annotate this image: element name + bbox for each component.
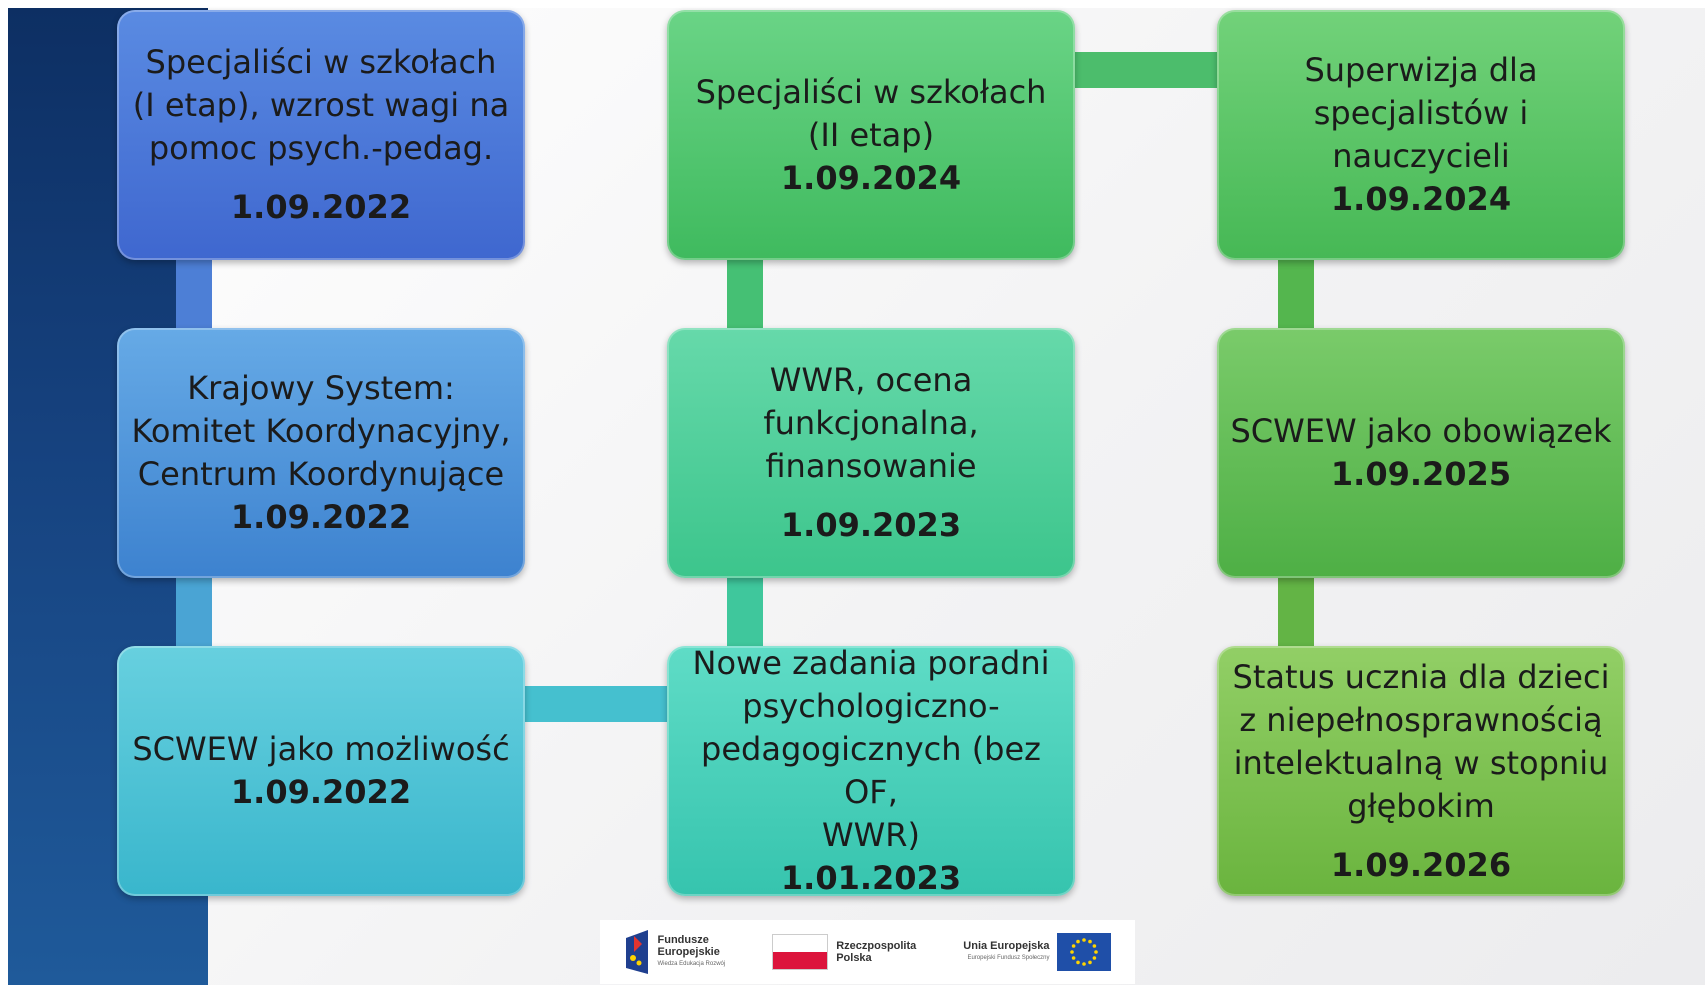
polish-flag-icon bbox=[772, 934, 829, 970]
logo-fundusze-europejskie: Fundusze Europejskie Wiedza Edukacja Roz… bbox=[624, 930, 726, 974]
timeline-box-wwr: WWR, ocena funkcjonalna, finansowanie 1.… bbox=[667, 328, 1075, 578]
box-date: 1.09.2024 bbox=[780, 158, 962, 197]
box-text: Superwizja dla specjalistów i nauczyciel… bbox=[1304, 51, 1538, 175]
box-text: SCWEW jako obowiązek bbox=[1230, 412, 1612, 450]
timeline-box-national-system: Krajowy System: Komitet Koordynacyjny, C… bbox=[117, 328, 525, 578]
box-text: Status ucznia dla dzieci z niepełnospraw… bbox=[1232, 657, 1610, 825]
timeline-box-scwew-obligation: SCWEW jako obowiązek 1.09.2025 bbox=[1217, 328, 1625, 578]
connector-b2-b3 bbox=[176, 578, 212, 646]
fe-logo-icon bbox=[625, 930, 648, 974]
box-date: 1.09.2022 bbox=[230, 498, 412, 536]
logo-subtext: Europejski Fundusz Społeczny bbox=[967, 955, 1050, 961]
box-date: 1.09.2022 bbox=[230, 188, 412, 226]
timeline-box-supervision: Superwizja dla specjalistów i nauczyciel… bbox=[1217, 10, 1625, 260]
box-date: 1.09.2022 bbox=[230, 773, 412, 811]
timeline-box-student-status: Status ucznia dla dzieci z niepełnospraw… bbox=[1217, 646, 1625, 896]
logo-text-line1: Unia Europejska bbox=[963, 940, 1050, 952]
box-text: WWR, ocena funkcjonalna, finansowanie bbox=[763, 361, 979, 485]
logo-rzeczpospolita-polska: Rzeczpospolita Polska bbox=[772, 934, 916, 970]
timeline-box-scwew-option: SCWEW jako możliwość 1.09.2022 bbox=[117, 646, 525, 896]
connector-b4-b5 bbox=[727, 578, 763, 646]
box-date: 1.09.2023 bbox=[780, 506, 962, 544]
logo-subtext: Wiedza Edukacja Rozwój bbox=[657, 961, 726, 967]
box-date: 1.01.2023 bbox=[780, 859, 962, 897]
logo-unia-europejska: Unia Europejska Europejski Fundusz Społe… bbox=[963, 933, 1112, 971]
connector-b3-b4 bbox=[525, 686, 667, 722]
box-text: Specjaliści w szkołach (I etap), wzrost … bbox=[132, 43, 510, 167]
connector-b7-b8 bbox=[1278, 260, 1314, 328]
box-text: SCWEW jako możliwość bbox=[132, 730, 510, 768]
timeline-box-specialists-stage1: Specjaliści w szkołach (I etap), wzrost … bbox=[117, 10, 525, 260]
box-date: 1.09.2024 bbox=[1330, 180, 1512, 218]
box-text: Specjaliści w szkołach (II etap) bbox=[695, 72, 1047, 154]
logo-text-line1: Fundusze bbox=[657, 934, 709, 946]
logo-text-line2: Polska bbox=[836, 952, 872, 964]
connector-b8-b9 bbox=[1278, 578, 1314, 646]
eu-flag-icon bbox=[1057, 933, 1112, 971]
timeline-box-counseling-tasks: Nowe zadania poradni psychologiczno- ped… bbox=[667, 644, 1075, 897]
logo-text-line1: Rzeczpospolita bbox=[836, 940, 917, 952]
box-text: Nowe zadania poradni psychologiczno- ped… bbox=[692, 644, 1050, 854]
footer-logos: Fundusze Europejskie Wiedza Edukacja Roz… bbox=[600, 920, 1135, 984]
box-text: Krajowy System: Komitet Koordynacyjny, C… bbox=[131, 369, 511, 493]
box-date: 1.09.2025 bbox=[1330, 455, 1512, 493]
connector-b5-b6 bbox=[727, 260, 763, 328]
logo-text-line2: Europejskie bbox=[657, 946, 720, 958]
connector-b1-b2 bbox=[176, 260, 212, 328]
box-date: 1.09.2026 bbox=[1330, 845, 1512, 884]
connector-b6-b7 bbox=[1075, 52, 1217, 88]
timeline-box-specialists-stage2: Specjaliści w szkołach (II etap) 1.09.20… bbox=[667, 10, 1075, 260]
